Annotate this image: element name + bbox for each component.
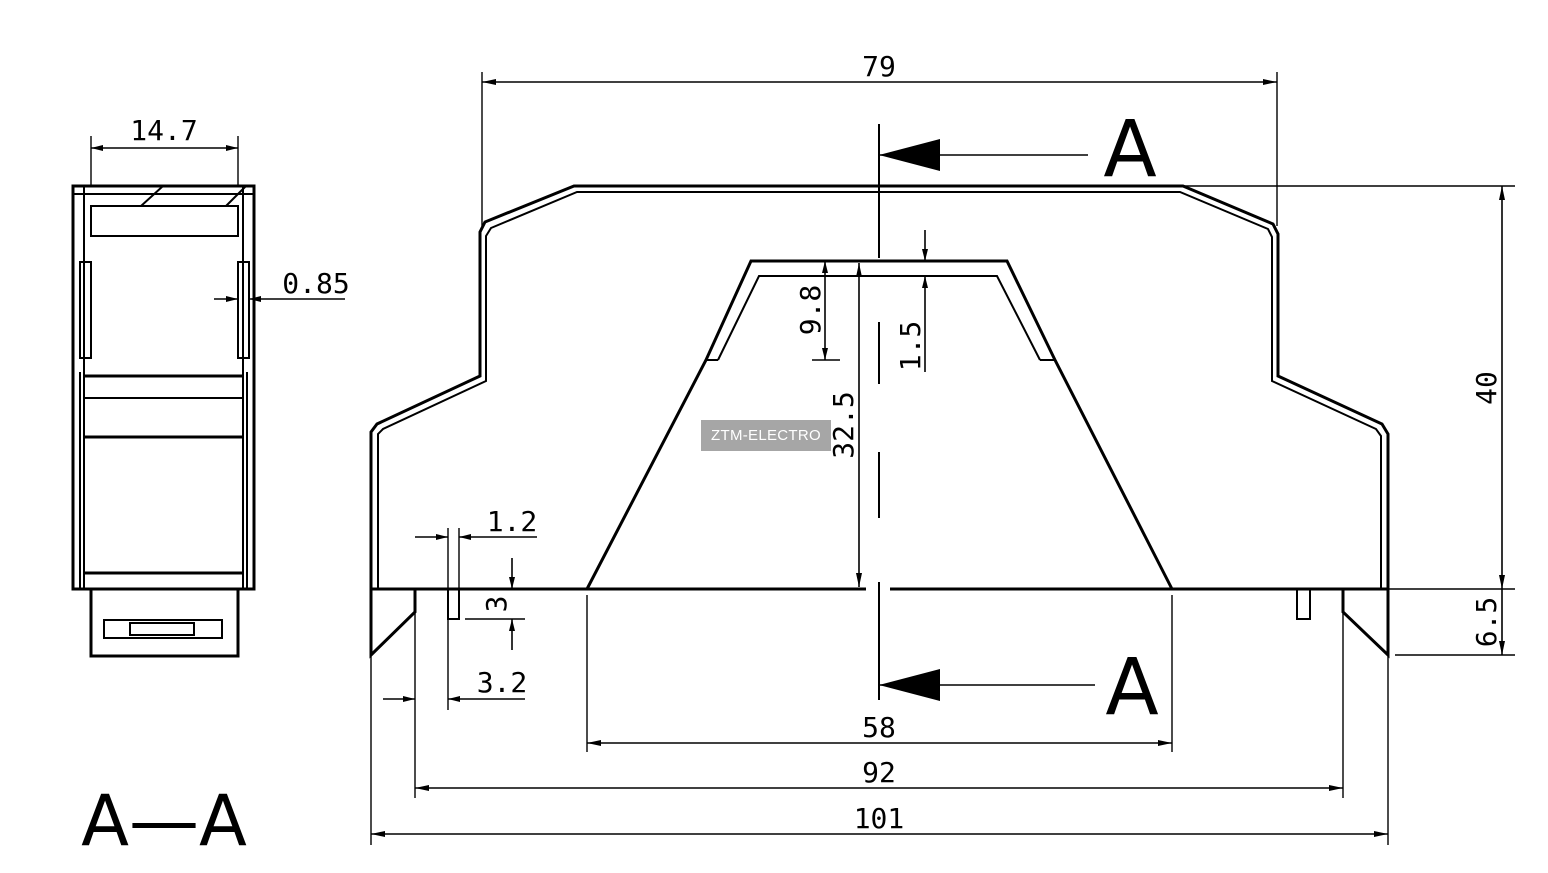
dim-base-width: 92 — [862, 756, 896, 789]
section-marker-top: A — [879, 105, 1157, 195]
dim-6-5: 6.5 — [1395, 589, 1515, 656]
dim-overall-width: 101 — [854, 802, 905, 835]
dim-rail-width: 58 — [862, 711, 896, 744]
dim-total-height: 40 — [1470, 371, 1503, 405]
dim-1-2: 1.2 — [415, 505, 537, 589]
section-label-bottom: A — [1105, 643, 1158, 733]
dim-58: 58 — [586, 595, 1173, 752]
dim-clip-offset: 3.2 — [477, 666, 528, 699]
section-label-top: A — [1103, 105, 1156, 195]
dim-bottom-height: 6.5 — [1470, 597, 1503, 648]
dim-top-width: 79 — [862, 50, 896, 83]
dim-92: 92 — [414, 612, 1344, 798]
dim-32-5: 32.5 — [827, 263, 862, 587]
dim-3-2: 3.2 — [383, 619, 527, 710]
dim-101: 101 — [370, 655, 1389, 845]
watermark-label: ZTM-ELECTRO — [701, 420, 831, 451]
dim-clip-height: 3 — [480, 596, 513, 613]
dim-inner-height: 32.5 — [827, 391, 860, 458]
dim-3: 3 — [465, 558, 525, 650]
dim-40: 40 — [1183, 185, 1515, 590]
front-view — [369, 124, 1390, 700]
dim-groove-depth: 9.8 — [794, 285, 827, 336]
dim-79: 79 — [481, 50, 1278, 226]
section-view-title: A—A — [81, 780, 247, 862]
section-marker-bottom: A — [879, 643, 1159, 733]
dim-side-width: 14.7 — [130, 114, 197, 147]
side-view: 14.7 0.85 — [71, 114, 350, 658]
dim-1-5: 1.5 — [894, 230, 928, 372]
dim-groove-wall: 1.5 — [894, 321, 927, 372]
dim-9-8: 9.8 — [794, 261, 840, 361]
dim-clip-width: 1.2 — [487, 505, 538, 538]
dim-wall-thickness: 0.85 — [282, 267, 349, 300]
